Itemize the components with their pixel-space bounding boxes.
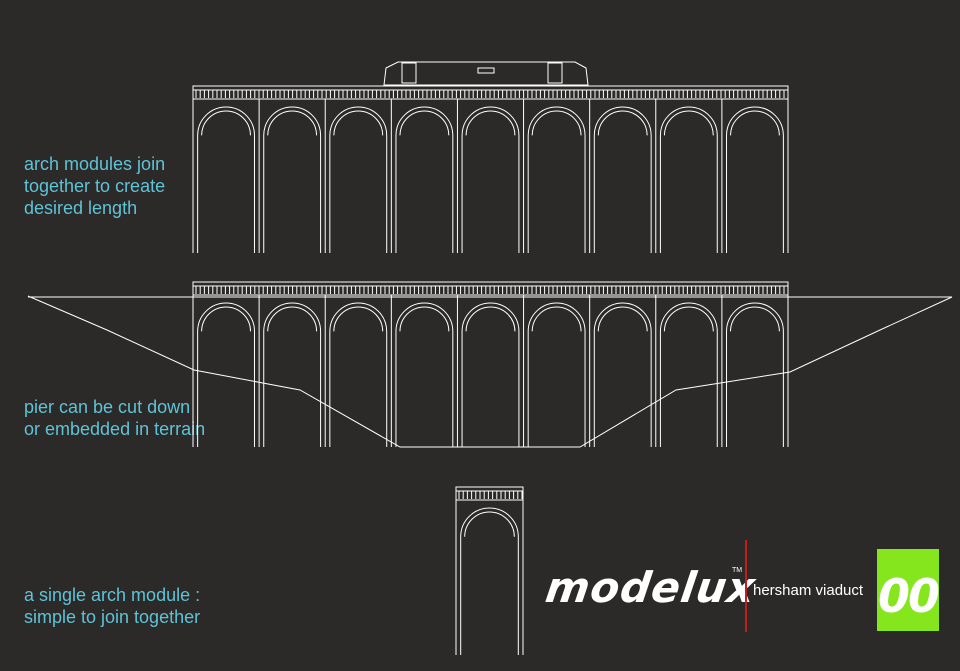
arch bbox=[263, 106, 322, 253]
single-arch-module bbox=[455, 486, 524, 655]
arch bbox=[460, 507, 519, 655]
modelux-logo: modelux bbox=[542, 563, 760, 612]
arch bbox=[197, 302, 255, 447]
caption-arch-modules: arch modules join together to create des… bbox=[24, 154, 166, 218]
arch bbox=[395, 302, 454, 447]
arch bbox=[527, 302, 586, 447]
caption-single-module: a single arch module : simple to join to… bbox=[24, 585, 201, 627]
arch bbox=[461, 106, 520, 253]
scale-code-badge: 00 bbox=[877, 549, 940, 631]
arch bbox=[659, 302, 718, 447]
product-name: hersham viaduct bbox=[753, 582, 864, 599]
arch bbox=[197, 106, 255, 253]
arch bbox=[461, 302, 520, 447]
scale-code: 00 bbox=[877, 569, 940, 623]
arch bbox=[527, 106, 586, 253]
arch bbox=[593, 302, 652, 447]
terrain-profile bbox=[27, 295, 953, 448]
arch bbox=[659, 106, 718, 253]
arch bbox=[726, 302, 784, 447]
arch bbox=[395, 106, 454, 253]
viaduct-bottom bbox=[192, 281, 789, 447]
arch bbox=[329, 302, 388, 447]
caption-pier: pier can be cut down or embedded in terr… bbox=[24, 397, 206, 439]
arch bbox=[263, 302, 322, 447]
arch bbox=[593, 106, 652, 253]
locomotive-icon bbox=[383, 61, 589, 86]
trademark-mark: TM bbox=[732, 567, 743, 574]
brand-divider bbox=[745, 540, 747, 632]
arch bbox=[726, 106, 784, 253]
viaduct-top bbox=[192, 85, 789, 253]
arch bbox=[329, 106, 388, 253]
